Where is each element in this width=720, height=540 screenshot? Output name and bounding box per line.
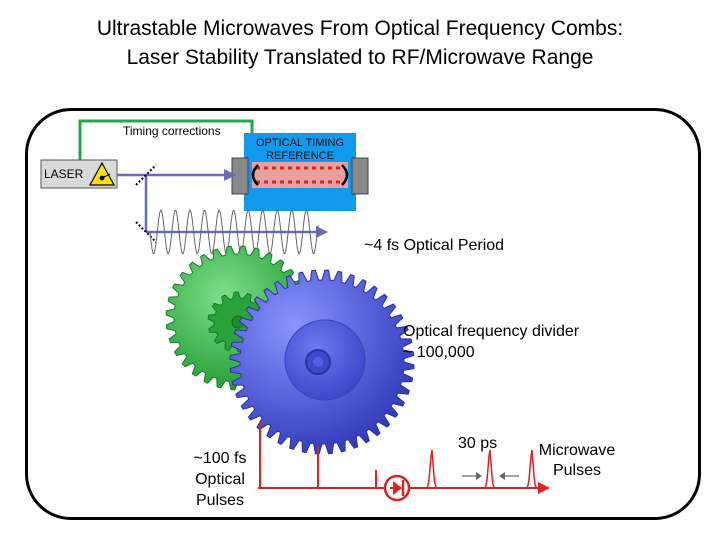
laser-hazard-icon (88, 161, 116, 186)
mirror-icon (251, 164, 259, 186)
beam-arrowhead (316, 226, 328, 238)
cavity-mirror-right (351, 157, 369, 195)
cavity-standing-wave (256, 166, 344, 184)
cavity-beam (252, 162, 348, 188)
output-arrowhead (538, 482, 550, 494)
beam-splitter (135, 164, 157, 243)
pulse-spacing-marker (462, 472, 519, 480)
beam-path (117, 173, 318, 234)
pulse-spacing-label: 30 ps (458, 435, 498, 452)
optical-carrier-wave (149, 208, 319, 256)
divider-line-1: Optical frequency divider (403, 323, 580, 340)
optical-pulses-line-3: Pulses (195, 492, 245, 509)
timing-correction-loop (78, 119, 254, 162)
feedback-line (78, 119, 254, 162)
optical-timing-reference (231, 133, 369, 211)
title-line-2: Laser Stability Translated to RF/Microwa… (126, 46, 594, 69)
microwave-pulses-label: Microwave Pulses (530, 441, 624, 481)
laser-label: LASER (44, 167, 84, 181)
frequency-divider-label: Optical frequency divider ~ 100,000 (403, 321, 579, 363)
mirror-icon (341, 164, 349, 186)
optical-pulses-label: ~100 fs Optical Pulses (180, 448, 260, 511)
timing-corrections-label: Timing corrections (123, 124, 221, 138)
diagram-title: Ultrastable Microwaves From Optical Freq… (0, 14, 720, 72)
title-line-1: Ultrastable Microwaves From Optical Freq… (96, 17, 624, 40)
optical-pulses-line-2: Optical (195, 471, 245, 488)
microwave-pulse-train (409, 449, 550, 494)
diagram-frame (25, 108, 701, 520)
gear-icon (229, 269, 415, 455)
photodiode-icon (383, 474, 411, 502)
beam-arrowhead (224, 169, 236, 181)
microwave-line-2: Pulses (552, 462, 602, 479)
divider-line-2: ~ 100,000 (403, 344, 475, 361)
optical-pulses-line-1: ~100 fs (193, 450, 247, 467)
optical-pulse-train (258, 422, 384, 489)
optical-period-label: ~4 fs Optical Period (364, 237, 505, 254)
microwave-line-1: Microwave (538, 442, 616, 459)
optical-timing-reference-label: OPTICAL TIMING REFERENCE (255, 137, 344, 162)
cavity-mirror-left (231, 157, 249, 195)
